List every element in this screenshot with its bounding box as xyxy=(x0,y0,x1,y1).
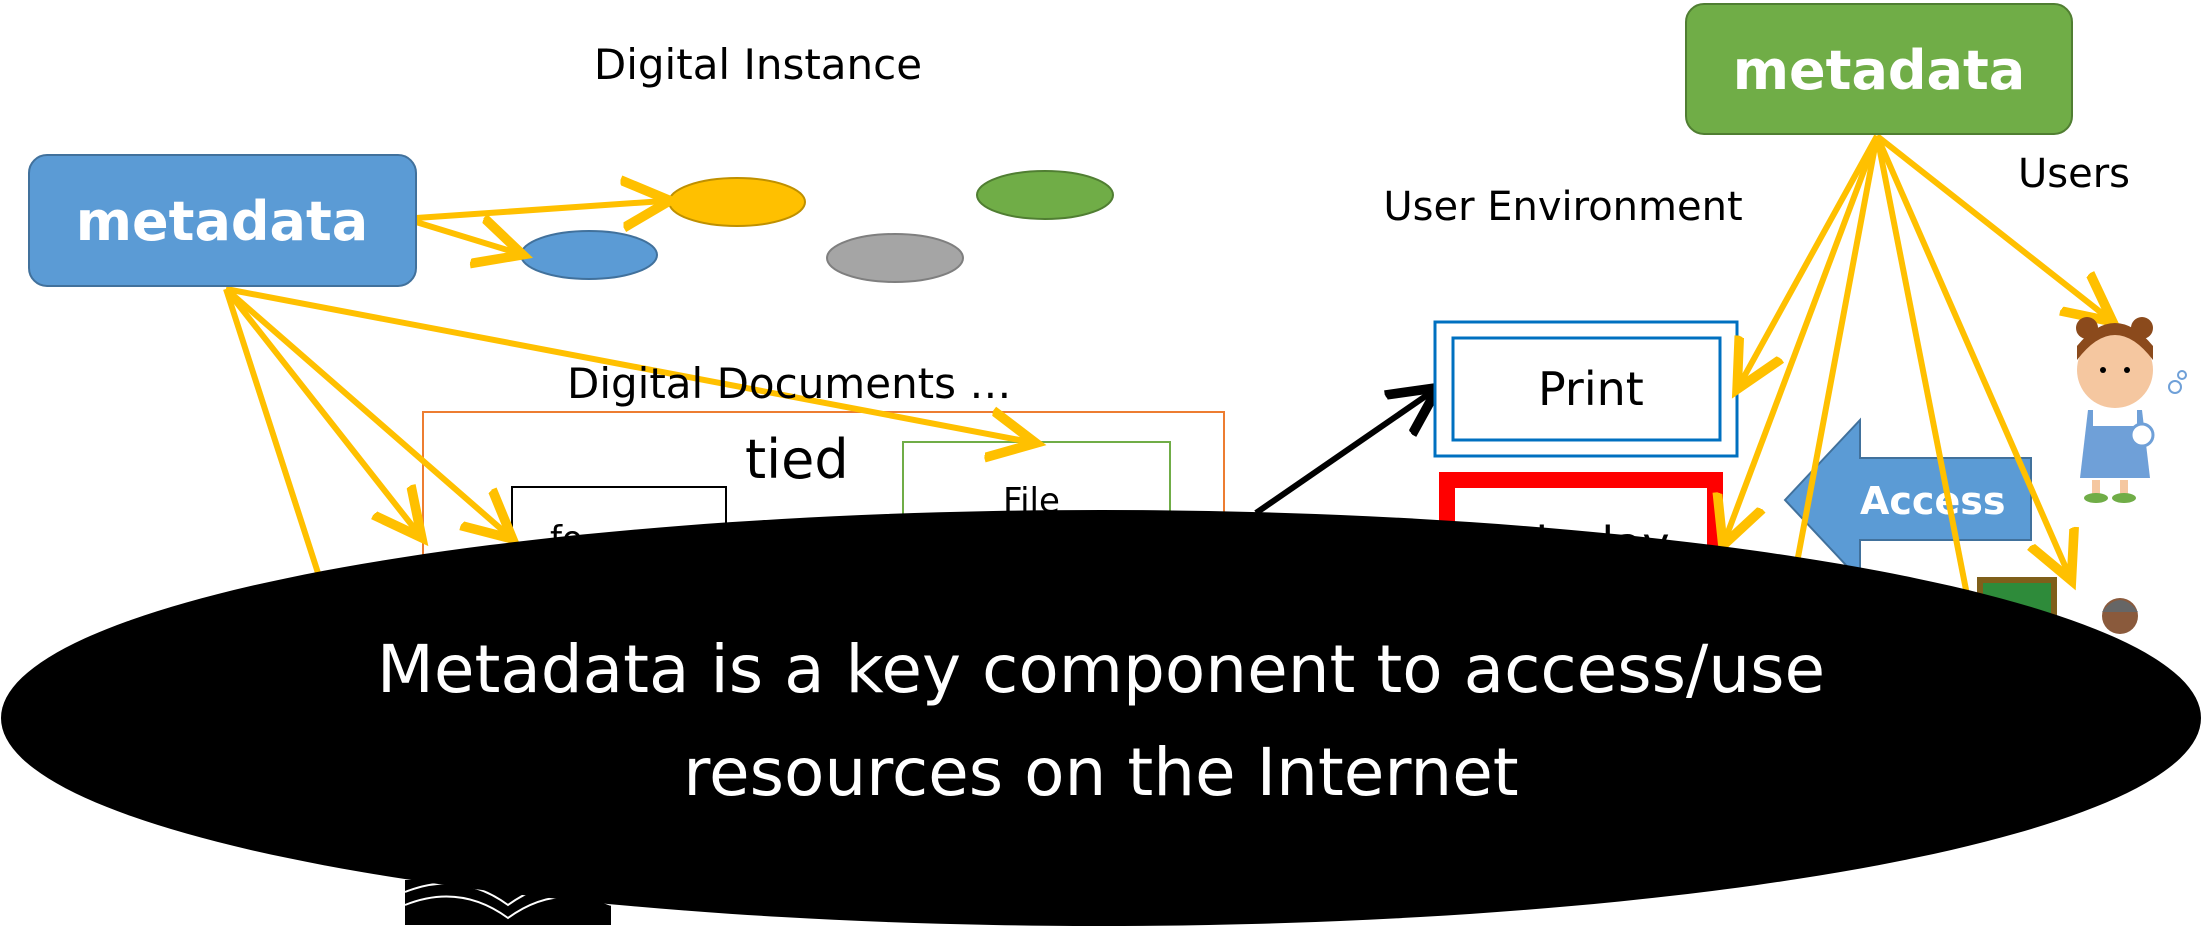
arrow-to-documents-box xyxy=(223,287,418,533)
arrow-to-print xyxy=(1254,391,1433,516)
arrow-to-girl-user xyxy=(1875,133,2108,318)
digital-documents-label: Digital Documents … xyxy=(567,359,1011,408)
print-box-label: Print xyxy=(1538,362,1644,416)
access-arrow-label: Access xyxy=(1860,479,2005,523)
arrow-to-file-box xyxy=(225,286,1030,442)
overlay-line-2: resources on the Internet xyxy=(683,734,1518,811)
digital-instance-label: Digital Instance xyxy=(594,40,922,89)
overlay-banner xyxy=(1,510,2201,926)
arrow-to-teacher-user xyxy=(1874,134,2069,575)
arrow-to-display-box xyxy=(1725,134,1880,540)
girl-user-icon xyxy=(2076,317,2187,503)
user-environment-label: User Environment xyxy=(1383,184,1742,230)
arrow-down-right xyxy=(1787,135,1880,601)
users-label: Users xyxy=(2018,151,2130,197)
print-box-inner xyxy=(1451,336,1722,442)
instance-ellipse-green xyxy=(976,170,1114,220)
tied-label: tied xyxy=(745,428,849,491)
instance-ellipse-yellow xyxy=(668,177,806,227)
arrow-down-middle xyxy=(1874,135,1971,601)
arrow-to-yellow-ellipse xyxy=(415,201,664,218)
instance-ellipse-gray xyxy=(826,233,964,283)
arrow-down-left xyxy=(223,288,333,611)
left-metadata-label: metadata xyxy=(76,190,369,253)
arrow-to-print-box xyxy=(1740,134,1880,384)
arrow-to-blue-ellipse xyxy=(415,222,517,253)
overlay-line-1: Metadata is a key component to access/us… xyxy=(377,631,1825,708)
arrow-to-format-box xyxy=(224,286,508,535)
instance-ellipse-blue xyxy=(520,230,658,280)
left-metadata-box xyxy=(28,154,417,287)
right-metadata-label: metadata xyxy=(1733,39,2026,102)
teacher-user-icon xyxy=(2102,598,2138,634)
right-metadata-box xyxy=(1685,3,2073,135)
